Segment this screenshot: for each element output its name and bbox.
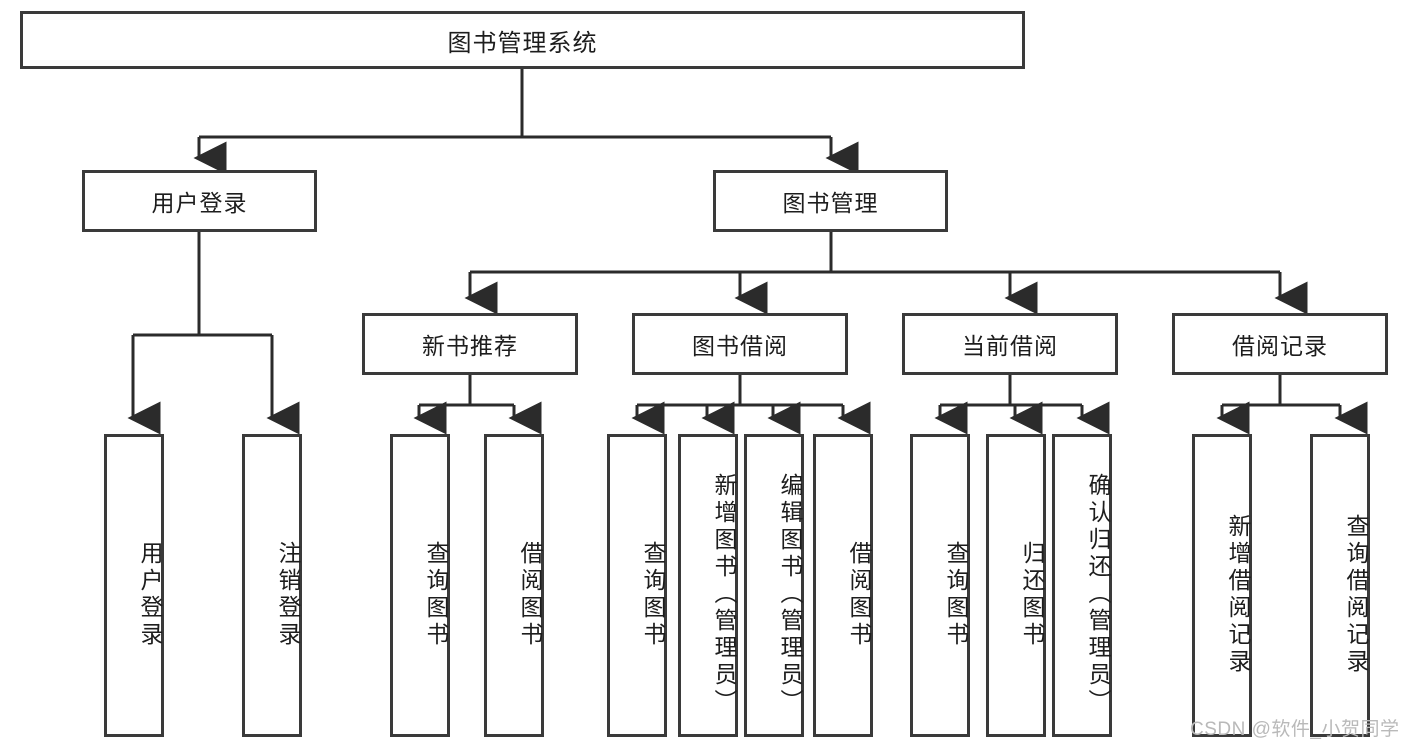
leaf-user-login[interactable]: 用户登录 <box>104 434 164 737</box>
node-label: 查询借阅记录 <box>1343 513 1369 676</box>
node-label: 借阅记录 <box>1232 333 1328 359</box>
leaf-query-book-1[interactable]: 查询图书 <box>390 434 450 737</box>
node-label: 确认归还（管理员） <box>1085 473 1111 716</box>
node-label: 归还图书 <box>1019 540 1045 649</box>
node-borrow-record[interactable]: 借阅记录 <box>1172 313 1388 375</box>
node-label: 用户登录 <box>137 540 163 649</box>
node-user-login[interactable]: 用户登录 <box>82 170 317 232</box>
node-label: 当前借阅 <box>962 333 1058 359</box>
leaf-return-book[interactable]: 归还图书 <box>986 434 1046 737</box>
node-label: 新增借阅记录 <box>1225 513 1251 676</box>
node-root-system[interactable]: 图书管理系统 <box>20 11 1025 69</box>
leaf-confirm-return-admin[interactable]: 确认归还（管理员） <box>1052 434 1112 737</box>
leaf-query-book-3[interactable]: 查询图书 <box>910 434 970 737</box>
node-label: 新书推荐 <box>422 333 518 359</box>
node-label: 查询图书 <box>943 540 969 649</box>
node-new-book-recommend[interactable]: 新书推荐 <box>362 313 578 375</box>
node-book-borrow[interactable]: 图书借阅 <box>632 313 848 375</box>
node-current-borrow[interactable]: 当前借阅 <box>902 313 1118 375</box>
leaf-user-logout[interactable]: 注销登录 <box>242 434 302 737</box>
node-label: 借阅图书 <box>846 540 872 649</box>
leaf-borrow-book-1[interactable]: 借阅图书 <box>484 434 544 737</box>
node-label: 编辑图书（管理员） <box>777 473 803 716</box>
leaf-query-book-2[interactable]: 查询图书 <box>607 434 667 737</box>
node-label: 借阅图书 <box>517 540 543 649</box>
leaf-add-book-admin[interactable]: 新增图书（管理员） <box>678 434 738 737</box>
leaf-query-borrow-record[interactable]: 查询借阅记录 <box>1310 434 1370 737</box>
node-label: 图书借阅 <box>692 333 788 359</box>
node-label: 查询图书 <box>640 540 666 649</box>
leaf-edit-book-admin[interactable]: 编辑图书（管理员） <box>744 434 804 737</box>
leaf-add-borrow-record[interactable]: 新增借阅记录 <box>1192 434 1252 737</box>
node-label: 图书管理系统 <box>447 29 598 57</box>
node-label: 图书管理 <box>782 190 879 216</box>
node-label: 注销登录 <box>275 540 301 649</box>
node-label: 用户登录 <box>151 190 248 216</box>
leaf-borrow-book-2[interactable]: 借阅图书 <box>813 434 873 737</box>
node-label: 新增图书（管理员） <box>711 473 737 716</box>
node-book-manage[interactable]: 图书管理 <box>713 170 948 232</box>
node-label: 查询图书 <box>423 540 449 649</box>
